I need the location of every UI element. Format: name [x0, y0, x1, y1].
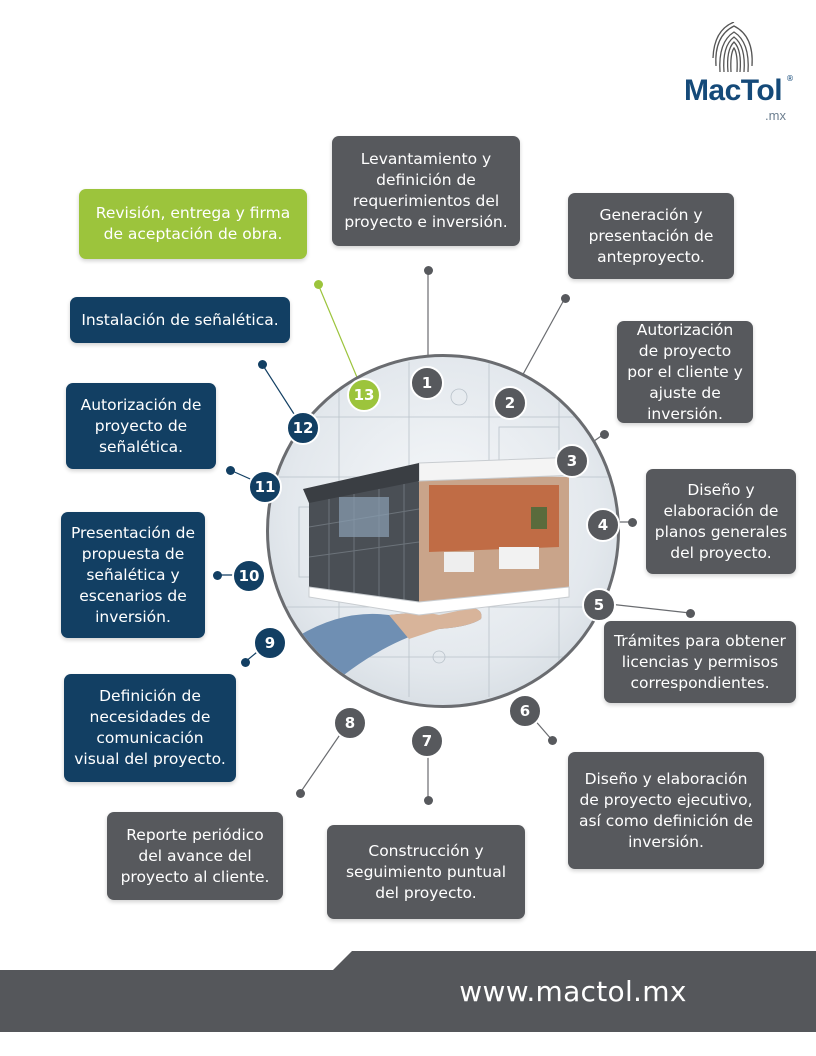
step-box-13: Revisión, entrega y firma de aceptación … [79, 189, 307, 259]
connector-dot-2 [561, 294, 570, 303]
step-text-3: Autorización de proyecto por el cliente … [627, 320, 743, 423]
connector-dot-10 [213, 571, 222, 580]
footer-tab [330, 951, 816, 973]
step-box-6: Diseño y elaboración de proyecto ejecuti… [568, 752, 764, 869]
fingerprint-icon [712, 21, 753, 73]
connector-dot-3 [600, 430, 609, 439]
connector-dot-8 [296, 789, 305, 798]
step-badge-9: 9 [253, 626, 287, 660]
step-text-12: Instalación de señalética. [81, 310, 279, 329]
connector-dot-12 [258, 360, 267, 369]
brand-name: MacTol [683, 74, 783, 107]
step-badge-10: 10 [232, 559, 266, 593]
connector-dot-13 [314, 280, 323, 289]
step-text-2: Generación y presentación de anteproyect… [588, 205, 714, 266]
step-text-8: Reporte periódico del avance del proyect… [120, 825, 270, 886]
brand-tld: .mx [765, 108, 786, 123]
connector-dot-11 [226, 466, 235, 475]
step-box-1: Levantamiento y definición de requerimie… [332, 136, 520, 246]
step-text-5: Trámites para obtener licencias y permis… [614, 631, 786, 692]
mactol-logo: MacTol ® .mx [668, 21, 798, 127]
step-box-2: Generación y presentación de anteproyect… [568, 193, 734, 279]
step-badge-11: 11 [248, 470, 282, 504]
connector-dot-5 [686, 609, 695, 618]
registered-mark: ® [786, 74, 794, 83]
step-badge-8: 8 [333, 706, 367, 740]
step-badge-6: 6 [508, 694, 542, 728]
connector-dot-1 [424, 266, 433, 275]
step-badge-13: 13 [347, 378, 381, 412]
connector-dot-6 [548, 736, 557, 745]
step-text-1: Levantamiento y definición de requerimie… [344, 150, 508, 231]
step-text-13: Revisión, entrega y firma de aceptación … [95, 204, 291, 243]
connector-dot-9 [241, 658, 250, 667]
step-box-12: Instalación de señalética. [70, 297, 290, 343]
step-box-10: Presentación de propuesta de señalética … [61, 512, 205, 638]
footer-band [0, 970, 816, 1032]
website-link[interactable]: www.mactol.mx [459, 975, 687, 1008]
step-box-9: Definición de necesidades de comunicació… [64, 674, 236, 782]
house-model-graphic [269, 362, 609, 705]
connector-dot-4 [628, 518, 637, 527]
connector-dot-7 [424, 796, 433, 805]
step-badge-5: 5 [582, 588, 616, 622]
step-badge-1: 1 [410, 366, 444, 400]
step-badge-12: 12 [286, 411, 320, 445]
step-text-6: Diseño y elaboración de proyecto ejecuti… [578, 769, 754, 851]
step-text-4: Diseño y elaboración de planos generales… [654, 480, 788, 562]
step-box-7: Construcción y seguimiento puntual del p… [327, 825, 525, 919]
step-text-10: Presentación de propuesta de señalética … [70, 523, 196, 626]
step-text-7: Construcción y seguimiento puntual del p… [345, 841, 507, 902]
step-text-9: Definición de necesidades de comunicació… [74, 687, 226, 768]
step-box-3: Autorización de proyecto por el cliente … [617, 321, 753, 423]
building-illustration [266, 354, 620, 708]
step-badge-4: 4 [586, 508, 620, 542]
step-badge-7: 7 [410, 724, 444, 758]
step-text-11: Autorización de proyecto de señalética. [80, 395, 202, 456]
step-box-4: Diseño y elaboración de planos generales… [646, 469, 796, 574]
step-badge-3: 3 [555, 444, 589, 478]
step-box-11: Autorización de proyecto de señalética. [66, 383, 216, 469]
step-box-8: Reporte periódico del avance del proyect… [107, 812, 283, 900]
step-box-5: Trámites para obtener licencias y permis… [604, 621, 796, 703]
step-badge-2: 2 [493, 386, 527, 420]
